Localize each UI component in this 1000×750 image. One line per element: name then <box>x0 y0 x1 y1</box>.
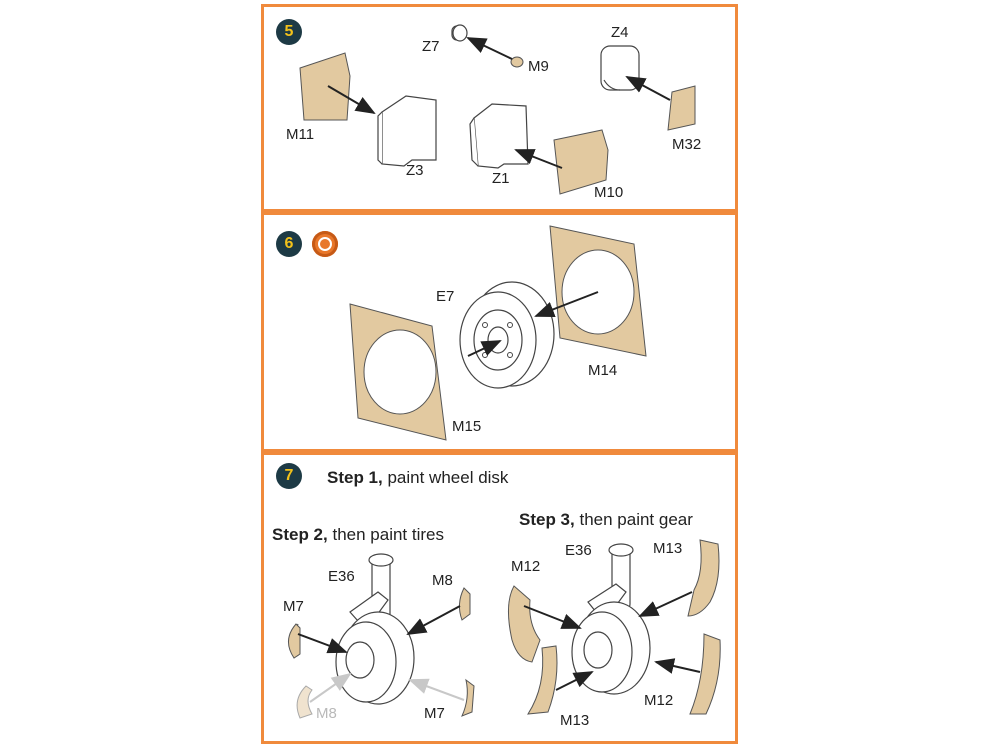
m12-mask-right <box>689 633 721 715</box>
label-m10: M10 <box>594 184 624 201</box>
label-e36-left: E36 <box>328 568 355 585</box>
step3-bold: Step 3, <box>519 510 575 529</box>
step7-right-artwork <box>508 539 721 715</box>
step6-artwork <box>349 225 647 441</box>
label-m32: M32 <box>672 136 702 153</box>
label-m12-left: M12 <box>511 558 541 575</box>
label-m9: M9 <box>528 58 549 75</box>
z3-part <box>377 95 437 167</box>
label-m8-bottom: M8 <box>316 705 337 722</box>
m13-mask-top <box>687 539 720 617</box>
step2-text: Step 2, then paint tires <box>272 525 444 545</box>
label-m13-bottom: M13 <box>560 712 590 729</box>
label-m13-top: M13 <box>653 540 683 557</box>
step6-badge: 6 <box>276 231 302 257</box>
step6-panel <box>261 212 738 452</box>
label-z3: Z3 <box>406 162 424 179</box>
step5-artwork <box>299 24 696 195</box>
step7-left-artwork <box>288 553 475 719</box>
z7-part <box>451 24 468 42</box>
label-m8-top: M8 <box>432 572 453 589</box>
step5-badge: 5 <box>276 19 302 45</box>
m9-mask <box>510 56 524 68</box>
step7-panel <box>261 452 738 744</box>
m7-mask-bottom <box>461 678 475 717</box>
m10-mask <box>553 129 609 195</box>
step7-badge: 7 <box>276 463 302 489</box>
label-m15: M15 <box>452 418 482 435</box>
step3-text: Step 3, then paint gear <box>519 510 693 530</box>
label-z7: Z7 <box>422 38 440 55</box>
m32-mask <box>667 85 696 131</box>
label-e36-right: E36 <box>565 542 592 559</box>
m8-mask-bottom <box>296 685 313 719</box>
step3-rest: then paint gear <box>574 510 693 529</box>
step1-text: Step 1, paint wheel disk <box>327 468 508 488</box>
label-m14: M14 <box>588 362 618 379</box>
m13-mask-bottom <box>527 645 558 715</box>
label-m7-left: M7 <box>283 598 304 615</box>
step1-bold: Step 1, <box>327 468 383 487</box>
m15-mask <box>349 303 447 441</box>
label-m12-right: M12 <box>644 692 674 709</box>
two-sides-paint-icon <box>312 231 338 257</box>
label-m7-bottom: M7 <box>424 705 445 722</box>
e7-wheel <box>459 281 555 389</box>
label-m11: M11 <box>286 126 315 143</box>
label-z1: Z1 <box>492 170 510 187</box>
step1-rest: paint wheel disk <box>382 468 509 487</box>
m8-mask-top <box>458 587 471 621</box>
label-e7: E7 <box>436 288 455 305</box>
step2-rest: then paint tires <box>327 525 444 544</box>
step2-bold: Step 2, <box>272 525 328 544</box>
m12-mask-left <box>508 585 541 663</box>
step5-panel <box>261 4 738 212</box>
label-z4: Z4 <box>611 24 629 41</box>
